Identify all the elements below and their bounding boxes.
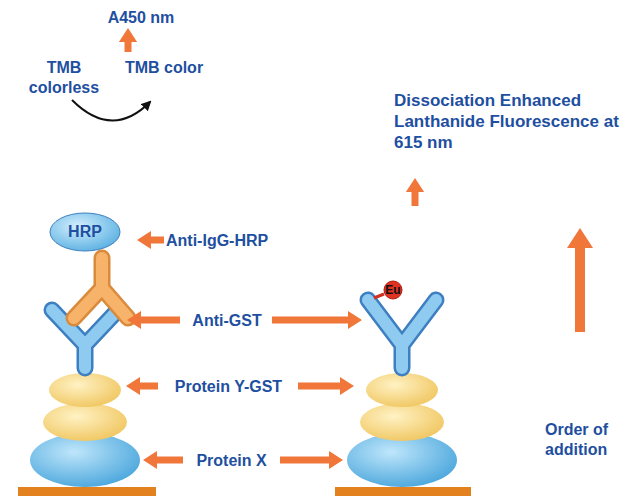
reagent-label: Protein Y-GST bbox=[160, 377, 297, 397]
elisa-stack bbox=[18, 258, 156, 496]
pointer-arrow bbox=[567, 228, 593, 332]
plate-surface bbox=[335, 487, 471, 496]
europium-dot: Eu bbox=[382, 279, 404, 301]
pointer-arrow bbox=[126, 377, 158, 395]
anti-igg-antibody bbox=[74, 258, 128, 318]
protein-x bbox=[347, 433, 457, 487]
substrate-label: TMB colorless bbox=[22, 58, 106, 98]
anti-gst-antibody bbox=[52, 310, 118, 368]
detection-label: Dissociation Enhanced Lanthanide Fluores… bbox=[394, 90, 620, 153]
reagent-label: Anti-IgG-HRP bbox=[166, 231, 298, 251]
protein-x bbox=[30, 433, 140, 487]
pointer-arrow bbox=[119, 28, 137, 52]
chelate-link bbox=[374, 294, 384, 298]
plate-surface bbox=[18, 487, 156, 496]
note-label: Order of addition bbox=[545, 420, 621, 460]
enzyme-ellipse: HRP bbox=[49, 212, 121, 252]
node-text: Eu bbox=[385, 283, 400, 297]
reagent-label: Anti-GST bbox=[182, 311, 272, 331]
substrate-label: TMB color bbox=[122, 58, 206, 78]
pointer-arrow bbox=[272, 311, 362, 329]
node-text: HRP bbox=[68, 223, 102, 241]
pointer-arrow bbox=[298, 377, 354, 395]
pointer-arrow bbox=[127, 311, 180, 329]
measurement-label: A450 nm bbox=[96, 8, 186, 28]
protein-y bbox=[49, 373, 121, 407]
anti-gst-antibody bbox=[368, 300, 436, 368]
delfia-stack bbox=[335, 294, 471, 496]
reaction-arrow bbox=[72, 100, 150, 121]
reagent-label: Protein X bbox=[185, 451, 278, 471]
pointer-arrow bbox=[406, 178, 424, 206]
pointer-arrow bbox=[137, 231, 164, 249]
gst-tag bbox=[43, 403, 127, 441]
pointer-arrow bbox=[143, 451, 183, 469]
pointer-arrow bbox=[280, 451, 343, 469]
protein-y bbox=[366, 373, 438, 407]
gst-tag bbox=[360, 403, 444, 441]
